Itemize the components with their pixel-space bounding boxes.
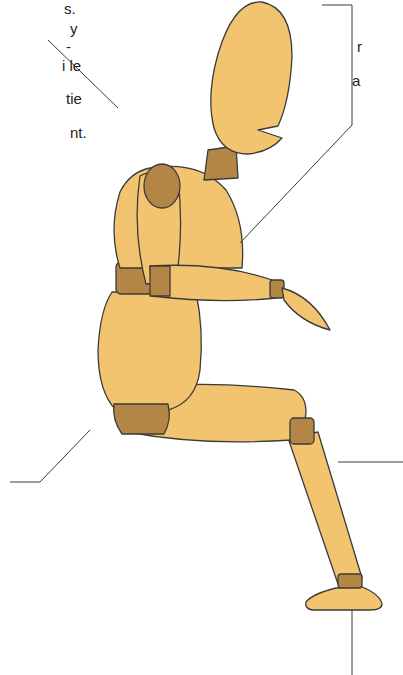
head bbox=[211, 2, 292, 154]
callout-text: r bbox=[357, 38, 362, 56]
ankle-joint bbox=[338, 574, 362, 588]
shin bbox=[288, 432, 362, 584]
callout-text: a bbox=[352, 72, 360, 90]
hip-joint bbox=[114, 404, 170, 434]
callout-text: tie bbox=[66, 90, 82, 108]
leader-line bbox=[240, 5, 352, 243]
callout-text: i le bbox=[62, 57, 81, 75]
leader-line bbox=[338, 462, 403, 463]
callout-text: - bbox=[66, 38, 71, 56]
callout-text: y bbox=[70, 20, 78, 38]
leader-line bbox=[10, 430, 90, 482]
leader-line bbox=[352, 610, 353, 675]
elbow-joint bbox=[150, 266, 170, 296]
shoulder-joint bbox=[144, 164, 180, 208]
foot bbox=[306, 586, 382, 610]
callout-text: s. bbox=[64, 0, 76, 18]
hand bbox=[282, 288, 330, 330]
pelvis bbox=[98, 292, 201, 410]
callout-text: nt. bbox=[70, 124, 87, 142]
forearm bbox=[150, 265, 277, 300]
leader-line bbox=[48, 40, 118, 108]
knee-joint bbox=[290, 418, 314, 444]
